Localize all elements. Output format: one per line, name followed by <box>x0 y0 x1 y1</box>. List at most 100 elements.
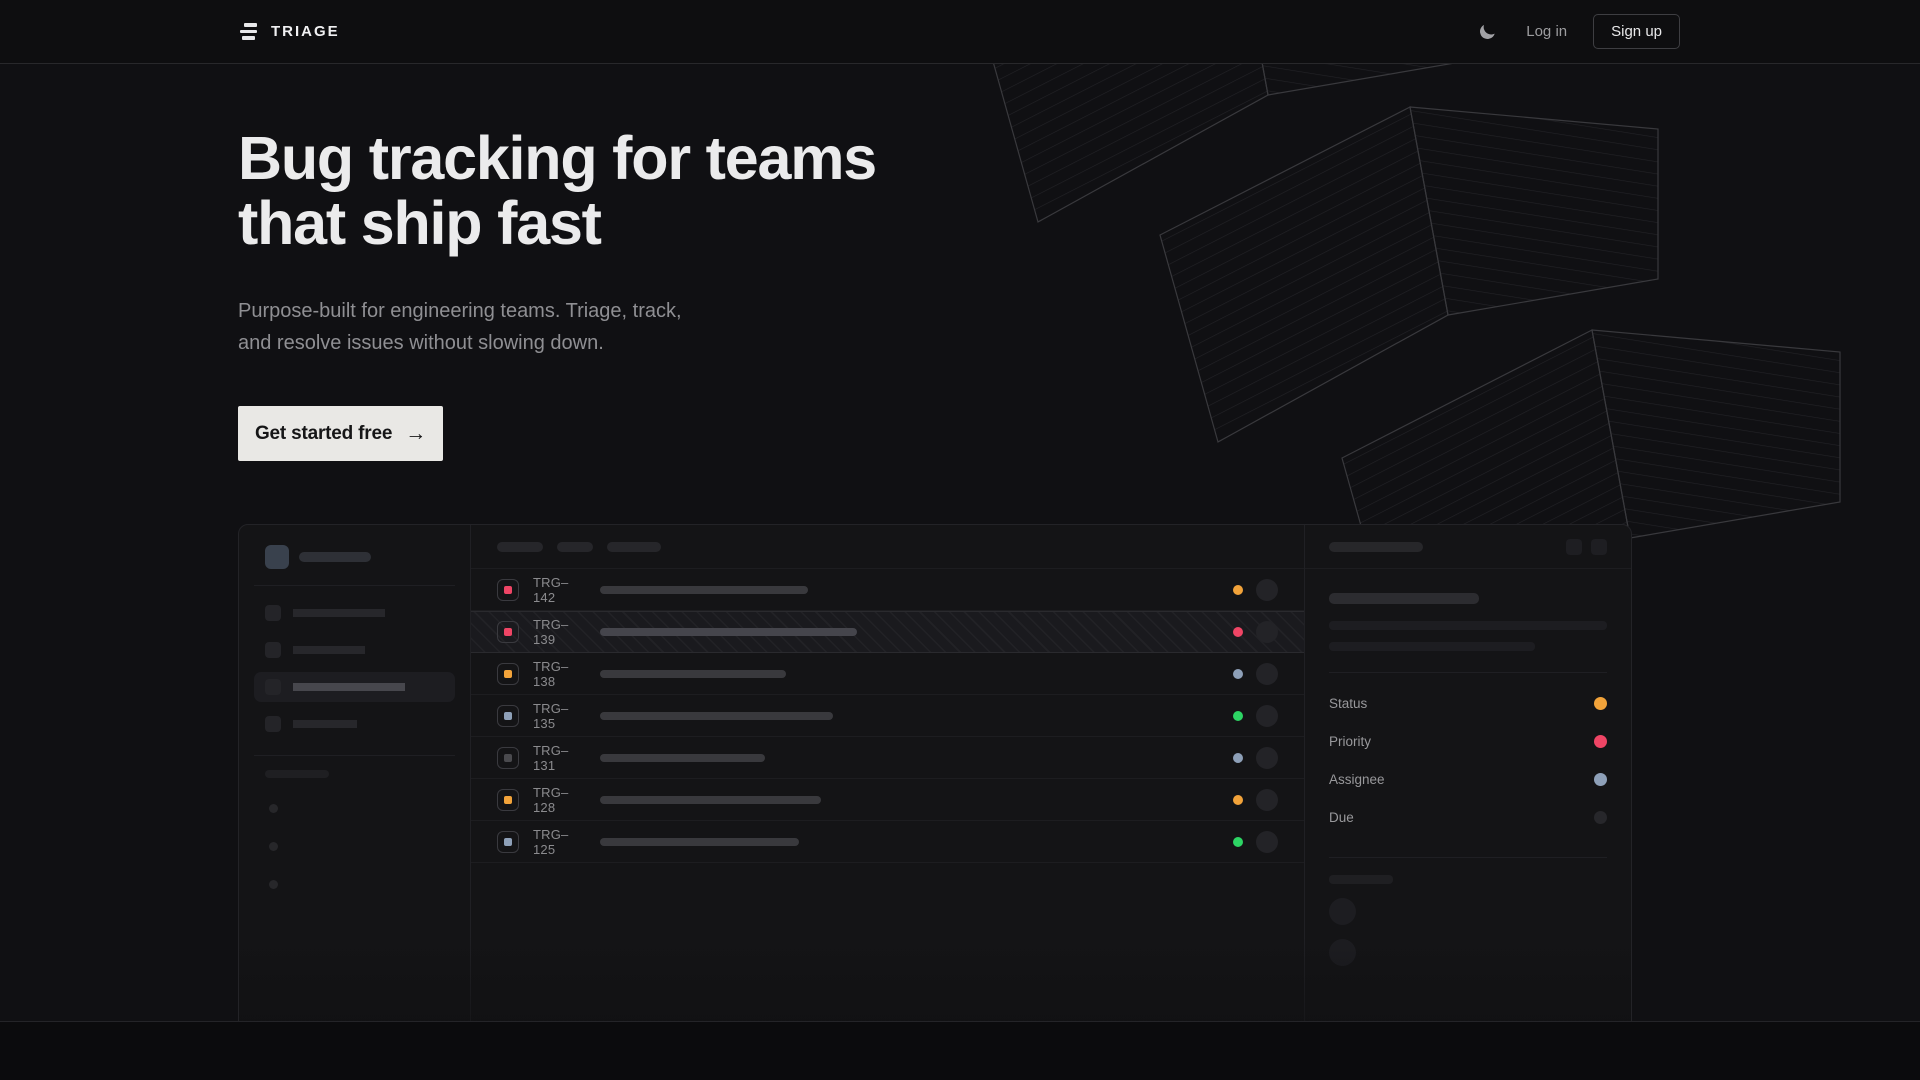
field-value-dot <box>1594 735 1607 748</box>
detail-field-row: Status <box>1329 684 1607 722</box>
detail-field-row: Priority <box>1329 722 1607 760</box>
filter-tab-skeleton <box>497 542 543 552</box>
issue-status-dot <box>1233 627 1243 637</box>
issue-assignee-avatar <box>1256 705 1278 727</box>
brand-name: TRIAGE <box>271 23 340 40</box>
sidebar-item-icon <box>265 605 281 621</box>
issue-list: TRG–142 TRG–139 TRG–138 TRG–135 TRG–131 <box>471 525 1305 1021</box>
panel-actions <box>1566 539 1607 555</box>
get-started-label: Get started free <box>255 423 392 445</box>
panel-action-icon <box>1566 539 1582 555</box>
login-link[interactable]: Log in <box>1526 23 1567 40</box>
comment-avatar <box>1329 898 1356 925</box>
issue-title-skeleton <box>600 670 786 678</box>
issue-id: TRG–125 <box>533 827 590 857</box>
issue-title-skeleton <box>600 754 765 762</box>
issue-status-dot <box>1233 711 1243 721</box>
workspace-switcher <box>254 545 455 569</box>
field-value-dot <box>1594 773 1607 786</box>
issue-list-header <box>471 525 1304 569</box>
sidebar-item-label-skeleton <box>293 646 365 654</box>
issue-title-skeleton <box>600 712 833 720</box>
issue-row: TRG–131 <box>471 737 1304 779</box>
sidebar-item-label-skeleton <box>293 720 357 728</box>
sidebar-item-active <box>254 672 455 702</box>
workspace-icon <box>265 545 289 569</box>
issue-id: TRG–142 <box>533 575 590 605</box>
issue-title-skeleton <box>600 796 821 804</box>
sidebar-item-label-skeleton <box>293 609 385 617</box>
arrow-right-icon: → <box>405 422 426 446</box>
issue-row: TRG–142 <box>471 569 1304 611</box>
field-label: Assignee <box>1329 772 1385 787</box>
issue-status-dot <box>1233 669 1243 679</box>
issue-type-icon <box>497 831 519 853</box>
panel-title-skeleton <box>1329 542 1423 552</box>
sidebar-dot <box>269 804 278 813</box>
issue-status-dot <box>1233 753 1243 763</box>
theme-toggle-button[interactable] <box>1474 19 1500 45</box>
field-value-dot <box>1594 697 1607 710</box>
issue-row: TRG–125 <box>471 821 1304 863</box>
sidebar-divider <box>254 585 455 586</box>
mockup-sidebar <box>239 525 471 1021</box>
moon-icon <box>1478 22 1497 41</box>
issue-id: TRG–138 <box>533 659 590 689</box>
issue-row: TRG–135 <box>471 695 1304 737</box>
nav-actions: Log in Sign up <box>1474 14 1680 49</box>
activity-label-skeleton <box>1329 875 1393 884</box>
issue-assignee-avatar <box>1256 621 1278 643</box>
top-navigation: TRIAGE Log in Sign up <box>0 0 1920 64</box>
sidebar-item-icon <box>265 642 281 658</box>
panel-divider <box>1329 857 1607 858</box>
filter-tab-skeleton <box>557 542 593 552</box>
app-mockup-window: TRG–142 TRG–139 TRG–138 TRG–135 TRG–131 <box>238 524 1632 1021</box>
issue-status-dot <box>1233 795 1243 805</box>
issue-type-icon <box>497 579 519 601</box>
issue-assignee-avatar <box>1256 579 1278 601</box>
sidebar-section-skeleton <box>265 770 329 778</box>
issue-title-skeleton <box>600 586 808 594</box>
issue-type-icon <box>497 705 519 727</box>
panel-divider <box>1329 672 1607 673</box>
panel-action-icon <box>1591 539 1607 555</box>
workspace-name-skeleton <box>299 552 371 562</box>
issue-assignee-avatar <box>1256 663 1278 685</box>
issue-title-skeleton <box>600 838 799 846</box>
wireframe-background <box>950 64 1850 592</box>
hero-subtitle: Purpose-built for engineering teams. Tri… <box>238 296 718 359</box>
footer-section <box>0 1021 1920 1080</box>
signup-button[interactable]: Sign up <box>1593 14 1680 49</box>
issue-row: TRG–138 <box>471 653 1304 695</box>
issue-assignee-avatar <box>1256 789 1278 811</box>
sidebar-item-icon <box>265 679 281 695</box>
issue-row: TRG–139 <box>471 611 1304 653</box>
field-label: Priority <box>1329 734 1371 749</box>
issue-id: TRG–135 <box>533 701 590 731</box>
comment-avatar <box>1329 939 1356 966</box>
sidebar-item <box>254 709 455 739</box>
issue-detail-panel: Status Priority Assignee Due <box>1305 525 1631 1021</box>
sidebar-item-icon <box>265 716 281 732</box>
sidebar-dot <box>269 842 278 851</box>
triage-logo-icon <box>240 23 260 40</box>
sidebar-item <box>254 598 455 628</box>
issue-type-icon <box>497 621 519 643</box>
issue-id: TRG–131 <box>533 743 590 773</box>
issue-id: TRG–128 <box>533 785 590 815</box>
field-label: Status <box>1329 696 1367 711</box>
detail-field-row: Due <box>1329 798 1607 836</box>
issue-status-dot <box>1233 837 1243 847</box>
filter-tab-skeleton <box>607 542 661 552</box>
issue-title-skeleton <box>600 628 857 636</box>
issue-title-skeleton <box>1329 593 1479 604</box>
get-started-button[interactable]: Get started free → <box>238 406 443 461</box>
issue-status-dot <box>1233 585 1243 595</box>
hero-title-line2: that ship fast <box>238 189 601 257</box>
sidebar-item-label-skeleton <box>293 683 405 691</box>
issue-rows: TRG–142 TRG–139 TRG–138 TRG–135 TRG–131 <box>471 569 1304 863</box>
issue-assignee-avatar <box>1256 747 1278 769</box>
detail-panel-header <box>1305 525 1631 569</box>
description-line-skeleton <box>1329 642 1535 651</box>
issue-type-icon <box>497 789 519 811</box>
